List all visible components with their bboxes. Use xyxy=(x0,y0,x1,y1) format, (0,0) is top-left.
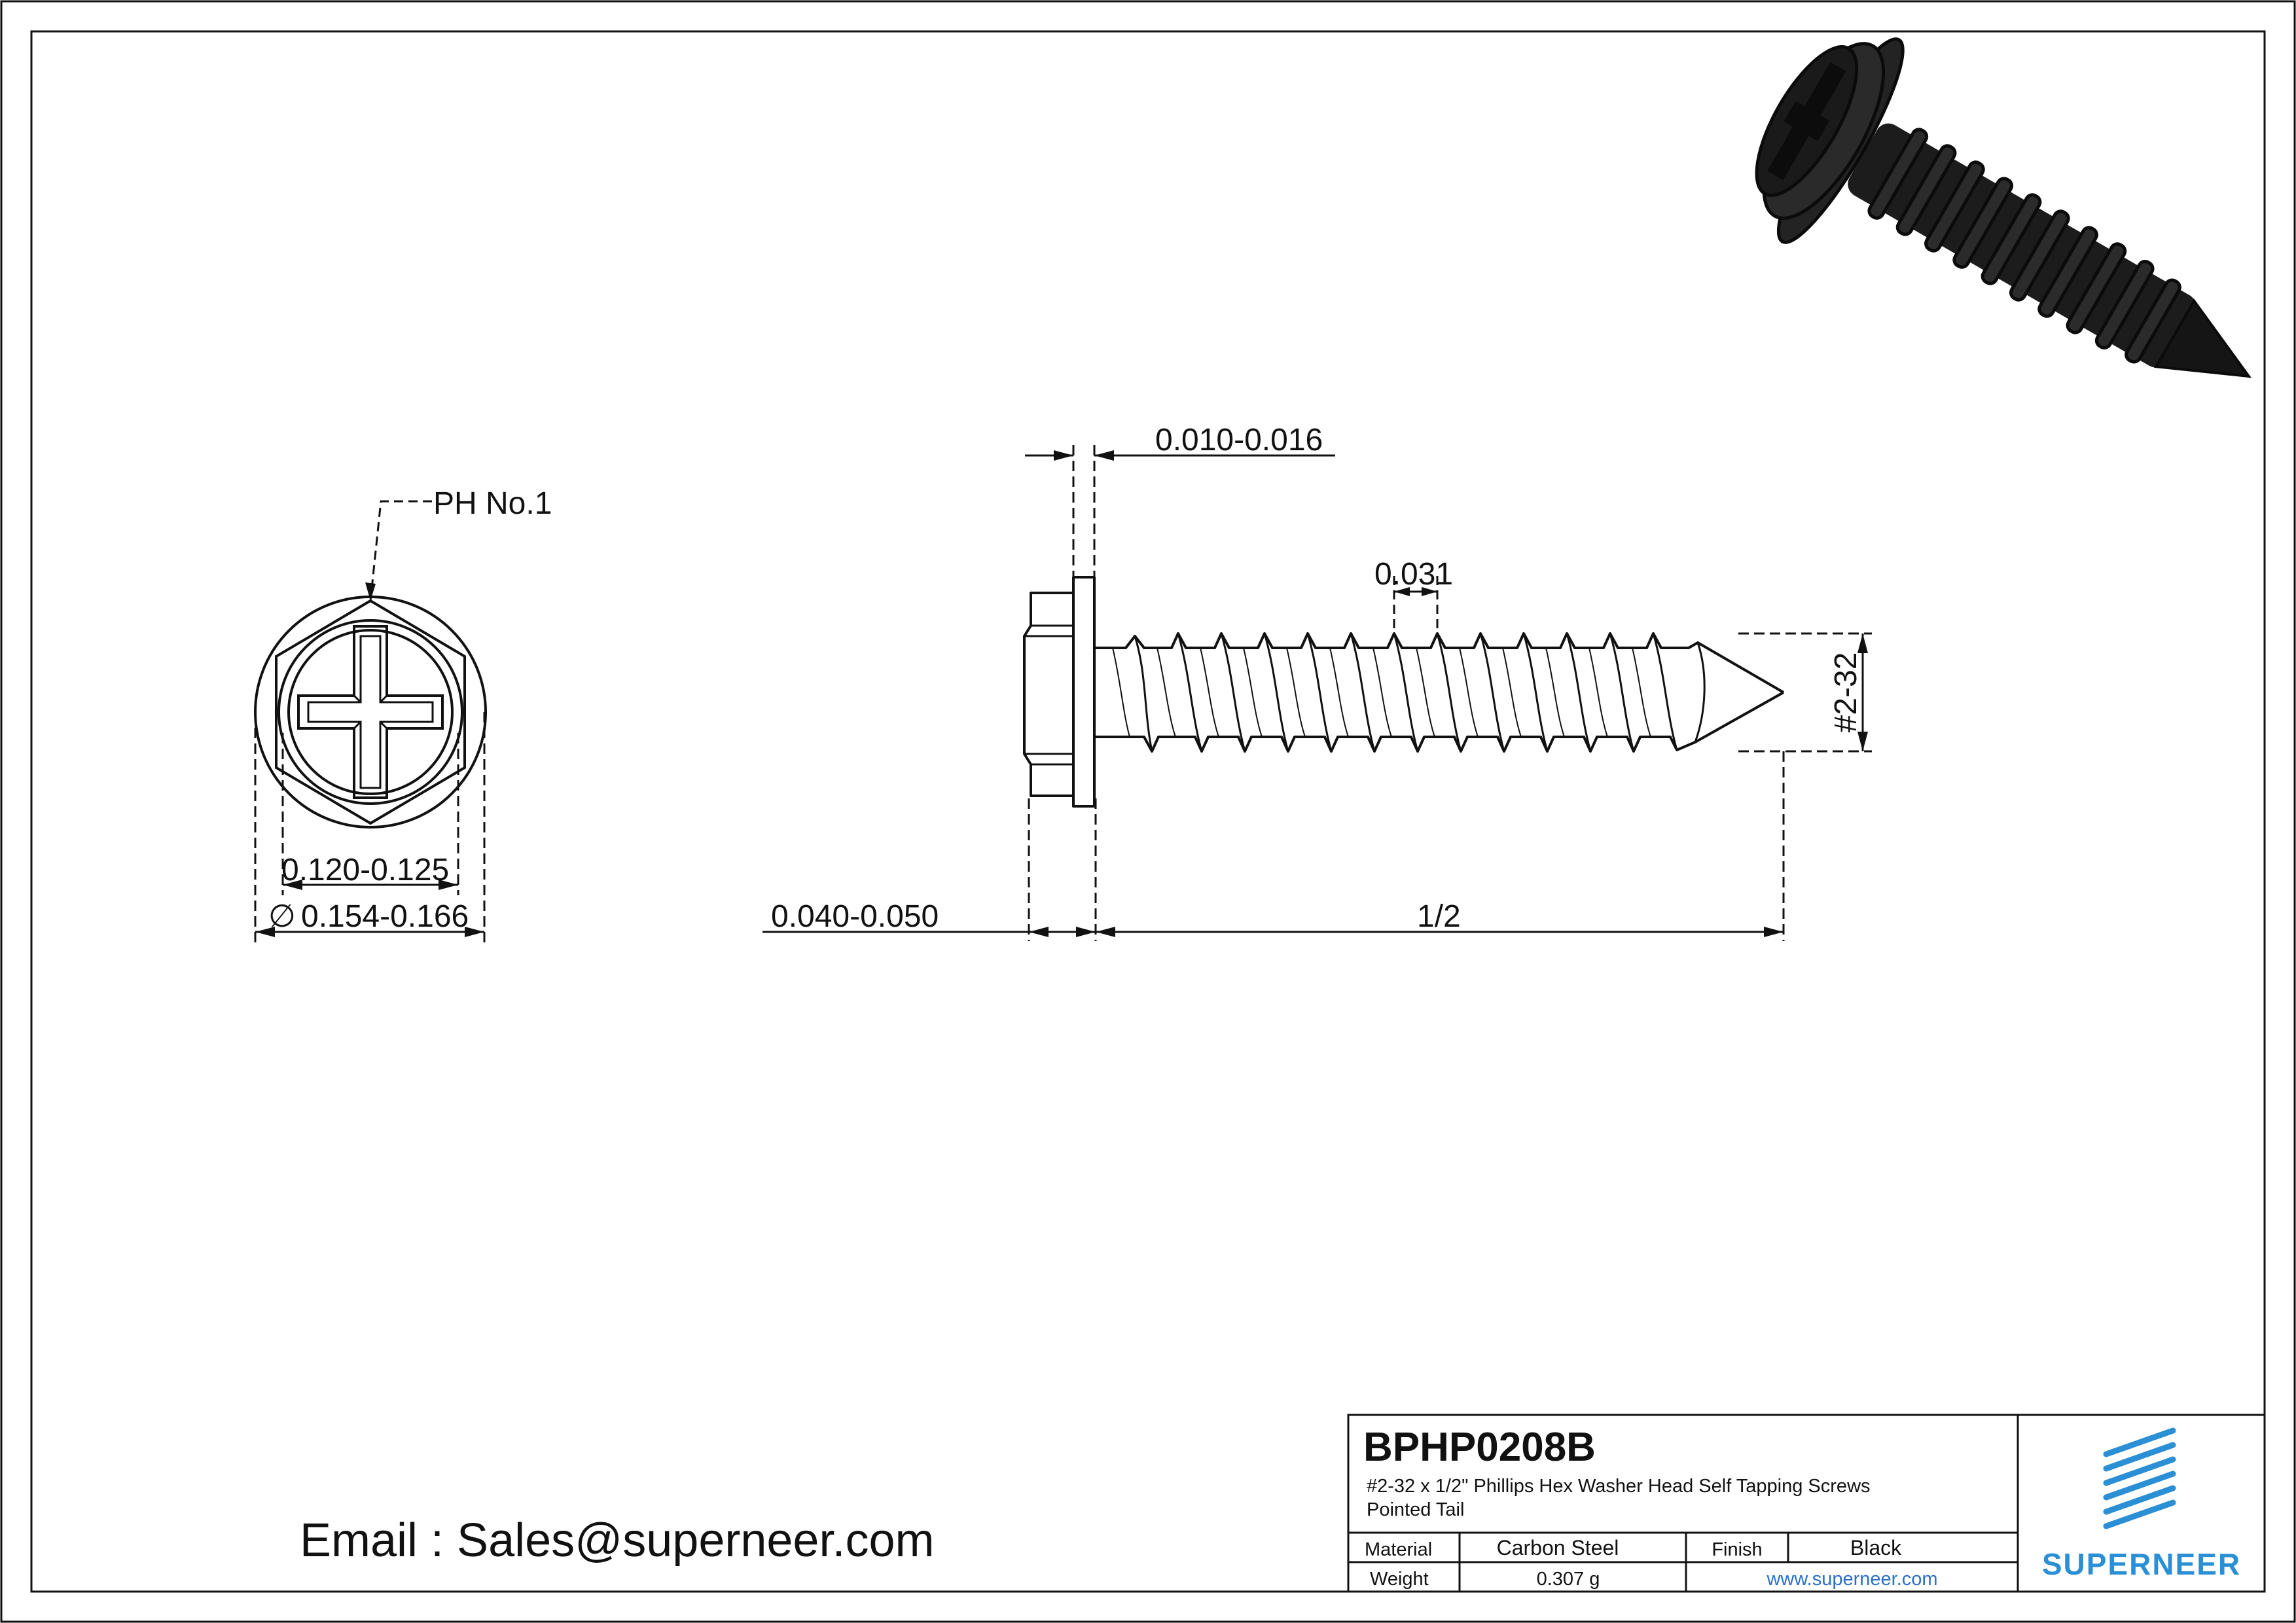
title-block xyxy=(1347,1414,2266,1593)
screw-side-view xyxy=(1023,576,1785,808)
hex-outline xyxy=(275,599,466,825)
weight-label: Weight xyxy=(1370,1569,1429,1590)
recess-inner-circle xyxy=(287,629,454,795)
thread-bottom-edge xyxy=(1094,691,1784,753)
recess-dia-dimension xyxy=(281,733,459,895)
washer-thickness-dimension xyxy=(1025,445,1335,576)
description-line-1: #2-32 x 1/2" Phillips Hex Washer Head Se… xyxy=(1367,1476,1871,1497)
length-label: 1/2 xyxy=(1417,899,1461,934)
ph-callout-leader xyxy=(365,500,432,601)
thread-pitch-label: 0.031 xyxy=(1374,557,1453,592)
washer-dia-label: 0.154-0.166 xyxy=(301,899,469,934)
recess-dia-label: 0.120-0.125 xyxy=(281,853,449,887)
description-line-2: Pointed Tail xyxy=(1367,1499,1464,1520)
ph-size-label: PH No.1 xyxy=(433,486,552,521)
material-label: Material xyxy=(1365,1539,1432,1560)
superneer-logo-icon xyxy=(2103,1427,2176,1529)
screw-3d-render xyxy=(1755,37,2252,378)
website-link[interactable]: www.superneer.com xyxy=(1766,1569,1937,1590)
recess-outer-circle xyxy=(278,619,463,805)
head-height-label: 0.040-0.050 xyxy=(771,899,939,934)
superneer-logo-text: SUPERNEER xyxy=(2042,1547,2241,1581)
weight-value: 0.307 g xyxy=(1537,1569,1600,1590)
phillips-cross-inner xyxy=(307,635,434,789)
length-dimension xyxy=(1096,751,1785,941)
part-number: BPHP0208B xyxy=(1363,1425,1596,1470)
contact-email[interactable]: Email : Sales@superneer.com xyxy=(300,1514,935,1567)
washer-thickness-label: 0.010-0.016 xyxy=(1155,423,1323,457)
finish-value: Black xyxy=(1850,1536,1902,1560)
inner-border xyxy=(30,30,2266,1593)
material-value: Carbon Steel xyxy=(1497,1536,1619,1560)
washer-dia-dimension xyxy=(254,712,486,942)
head-top-view xyxy=(254,596,487,829)
diameter-symbol: ∅ xyxy=(268,899,296,934)
thread-size-label: #2-32 xyxy=(1829,652,1863,733)
finish-label: Finish xyxy=(1712,1539,1762,1560)
washer-profile xyxy=(1072,576,1096,808)
phillips-cross-outer xyxy=(297,625,444,799)
